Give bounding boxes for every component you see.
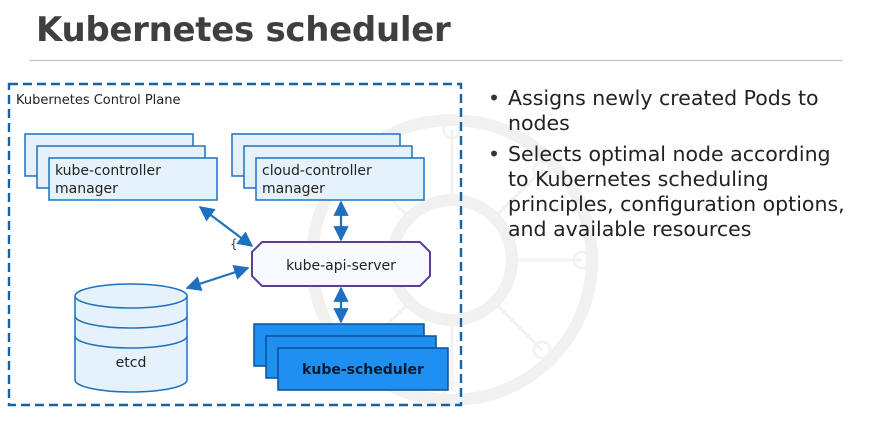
kube-api-server-box: kube-api-server (251, 241, 431, 287)
bullet-list: Assigns newly created Pods to nodes Sele… (486, 86, 856, 248)
kube-controller-manager-box: kube-controller manager (24, 133, 218, 201)
control-plane-label: Kubernetes Control Plane (16, 93, 181, 108)
etcd-label: etcd (116, 355, 147, 371)
cloud-controller-manager-label-line2: manager (262, 181, 325, 197)
bullet-item: Selects optimal node according to Kubern… (486, 142, 856, 242)
kube-controller-manager-label-line2: manager (55, 181, 118, 197)
kube-scheduler-box: kube-scheduler (253, 323, 449, 391)
cloud-controller-manager-box: cloud-controller manager (231, 133, 425, 201)
page-title: Kubernetes scheduler (36, 10, 451, 50)
brace-glyph: { (230, 237, 238, 251)
etcd-database-icon: etcd (74, 283, 188, 393)
control-plane-diagram: Kubernetes Control Plane kube-controller… (7, 82, 463, 407)
cloud-controller-manager-label-line1: cloud-controller (262, 163, 372, 179)
kube-api-server-label: kube-api-server (286, 258, 396, 274)
arrow-kube-controller-to-api (198, 206, 254, 247)
title-divider (30, 60, 842, 61)
bullet-item: Assigns newly created Pods to nodes (486, 86, 856, 136)
kube-scheduler-label: kube-scheduler (302, 362, 424, 378)
arrow-etcd-to-api (185, 265, 250, 291)
kube-controller-manager-label-line1: kube-controller (55, 163, 161, 179)
control-plane-frame (7, 82, 463, 407)
